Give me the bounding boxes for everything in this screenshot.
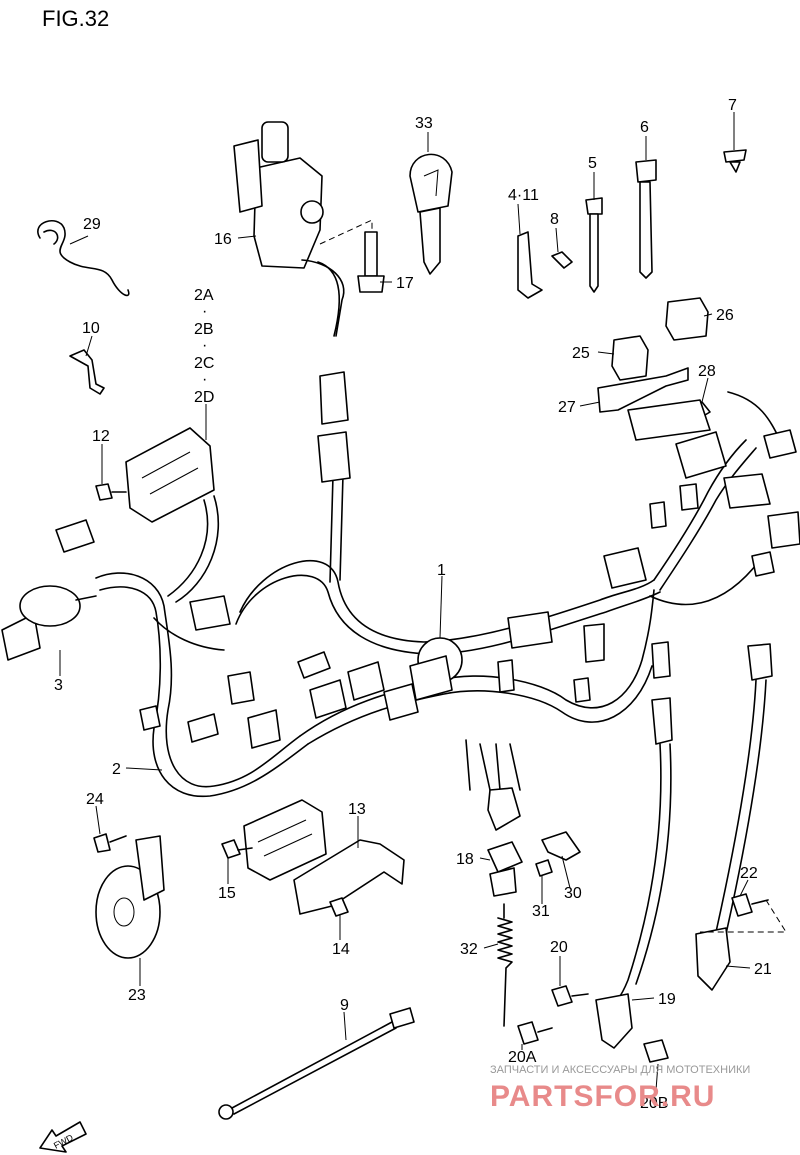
callout-5: 5 <box>588 155 597 172</box>
callout-9: 9 <box>340 997 349 1014</box>
part-nut-20B <box>643 1039 669 1063</box>
part-sensor-19 <box>595 697 673 1049</box>
part-bolt-20A <box>517 1021 553 1045</box>
part-module <box>627 399 711 441</box>
callout-30: 30 <box>564 885 582 902</box>
callout-25: 25 <box>572 345 590 362</box>
part-bracket-4-11 <box>517 231 543 299</box>
callout-19: 19 <box>658 991 676 1008</box>
part-bracket-30 <box>541 831 581 861</box>
part-ignition-switch <box>233 121 345 337</box>
callout-2B: 2B <box>194 321 214 338</box>
callout-27: 27 <box>558 399 576 416</box>
callout-26: 26 <box>716 307 734 324</box>
callout-32: 32 <box>460 941 478 958</box>
part-clip-7 <box>723 149 747 173</box>
part-fuse-box-lower <box>243 799 327 881</box>
part-relay-26 <box>665 297 709 341</box>
callout-23: 23 <box>128 987 146 1004</box>
callout-6: 6 <box>640 119 649 136</box>
part-spring-clip <box>37 219 130 297</box>
part-sensor-21 <box>695 643 773 991</box>
leader-lines <box>59 112 751 1091</box>
callout-3: 3 <box>54 677 63 694</box>
callout-labels: 29 10 16 17 33 4·11 8 5 6 7 26 25 27 28 … <box>54 97 772 1112</box>
part-bracket-27 <box>597 367 689 413</box>
part-connector-18 <box>487 841 523 897</box>
part-fuse-box-upper <box>125 427 215 523</box>
part-switch-3 <box>1 585 97 661</box>
callout-2A: 2A <box>194 287 214 304</box>
figure-title: FIG.32 <box>42 6 109 31</box>
callout-20A: 20A <box>508 1049 537 1066</box>
callout-20B: 20B <box>640 1095 668 1112</box>
callout-20: 20 <box>550 939 568 956</box>
part-bolt-22 <box>700 893 787 933</box>
part-cable-tie-5 <box>585 197 603 293</box>
part-bolt-20 <box>551 985 589 1007</box>
callout-1: 1 <box>437 562 446 579</box>
part-horn <box>95 835 165 959</box>
part-relay-25 <box>611 335 649 381</box>
callout-2D: 2D <box>194 389 214 406</box>
part-screw-8 <box>551 251 573 269</box>
watermark-tagline: ЗАПЧАСТИ И АКСЕССУАРЫ ДЛЯ МОТОТЕХНИКИ <box>490 1064 750 1076</box>
fwd-arrow-icon: FWD <box>39 1121 87 1153</box>
part-small-clamp <box>69 349 105 395</box>
watermark: ЗАПЧАСТИ И АКСЕССУАРЫ ДЛЯ МОТОТЕХНИКИ PA… <box>490 1064 750 1113</box>
callout-12: 12 <box>92 428 110 445</box>
callout-17: 17 <box>396 275 414 292</box>
callout-4-11: 4·11 <box>508 187 539 204</box>
callout-16: 16 <box>214 231 232 248</box>
callout-2: 2 <box>112 761 121 778</box>
part-cable-tie-6 <box>635 159 657 279</box>
callout-dot-2: · <box>202 337 207 354</box>
callout-21: 21 <box>754 961 772 978</box>
part-bolt-24 <box>93 833 127 853</box>
part-bolt-17 <box>319 219 385 293</box>
part-harness-2 <box>95 495 309 798</box>
callout-14: 14 <box>332 941 350 958</box>
part-spring-32 <box>497 903 513 1027</box>
callout-28: 28 <box>698 363 716 380</box>
callout-7: 7 <box>728 97 737 114</box>
part-connector-left <box>55 519 95 553</box>
part-bolt-14 <box>329 897 349 917</box>
callout-8: 8 <box>550 211 559 228</box>
callout-10: 10 <box>82 320 100 337</box>
callout-dot-3: · <box>202 371 207 388</box>
callout-33: 33 <box>415 115 433 132</box>
callout-24: 24 <box>86 791 104 808</box>
part-screw-31 <box>535 859 553 877</box>
part-key <box>409 153 453 275</box>
callout-2C: 2C <box>194 355 214 372</box>
callout-31: 31 <box>532 903 550 920</box>
callout-18: 18 <box>456 851 474 868</box>
callout-dot-1: · <box>202 303 207 320</box>
watermark-brand: PARTSFOR.RU <box>490 1080 715 1113</box>
part-bracket-13 <box>293 839 405 915</box>
callout-22: 22 <box>740 865 758 882</box>
part-ground-wire <box>218 1007 415 1120</box>
part-screw-12 <box>95 483 127 501</box>
part-screw-15 <box>221 839 253 859</box>
callout-15: 15 <box>218 885 236 902</box>
harness-connectors <box>139 371 800 831</box>
callout-29: 29 <box>83 216 101 233</box>
callout-13: 13 <box>348 801 366 818</box>
